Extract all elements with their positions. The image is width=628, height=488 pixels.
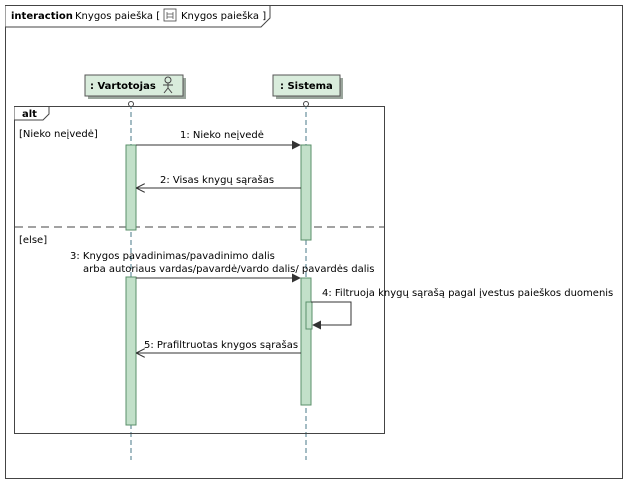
- message-1-label: 1: Nieko neįvedė: [180, 130, 264, 141]
- message-3-label-line1: 3: Knygos pavadinimas/pavadinimo dalis: [70, 251, 275, 262]
- frame-ref-name: Knygos paieška ]: [181, 10, 266, 22]
- lifeline-vartotojas-anchor: [128, 101, 134, 107]
- alt-label-tab: [14, 106, 50, 121]
- message-4-label: 4: Filtruoja knygų sąrašą pagal įvestus …: [322, 287, 613, 299]
- svg-text:: Sistema: : Sistema: [280, 81, 333, 92]
- alt-fragment: [14, 106, 385, 434]
- lifeline-vartotojas-head[interactable]: : Vartotojas: [84, 74, 186, 99]
- frame-name: Knygos paieška [: [75, 10, 160, 22]
- frame-keyword: interaction: [11, 11, 73, 22]
- frame-label-tab: [5, 5, 271, 28]
- activation-vartotojas-1: [125, 144, 137, 231]
- message-3-label-line2: arba autoriaus vardas/pavardė/vardo dali…: [83, 264, 375, 275]
- svg-text:: Vartotojas: : Vartotojas: [90, 81, 156, 92]
- activation-sistema-1: [300, 144, 312, 241]
- alt-operator: alt: [22, 109, 37, 120]
- lifeline-sistema-anchor: [303, 101, 309, 107]
- message-5-label: 5: Prafiltruotas knygos sąrašas: [144, 339, 298, 351]
- lifeline-sistema-head[interactable]: : Sistema: [272, 74, 343, 99]
- message-2-label: 2: Visas knygų sąrašas: [160, 174, 274, 186]
- activation-sistema-self: [305, 301, 313, 330]
- interaction-ref-icon: [163, 8, 177, 22]
- message-4-arrow: [311, 301, 352, 330]
- activation-vartotojas-2: [125, 276, 137, 426]
- alt-guard-1: [Nieko neįvedė]: [19, 129, 98, 140]
- alt-guard-2: [else]: [19, 235, 47, 246]
- activation-sistema-2: [300, 277, 312, 406]
- actor-icon: [163, 76, 173, 94]
